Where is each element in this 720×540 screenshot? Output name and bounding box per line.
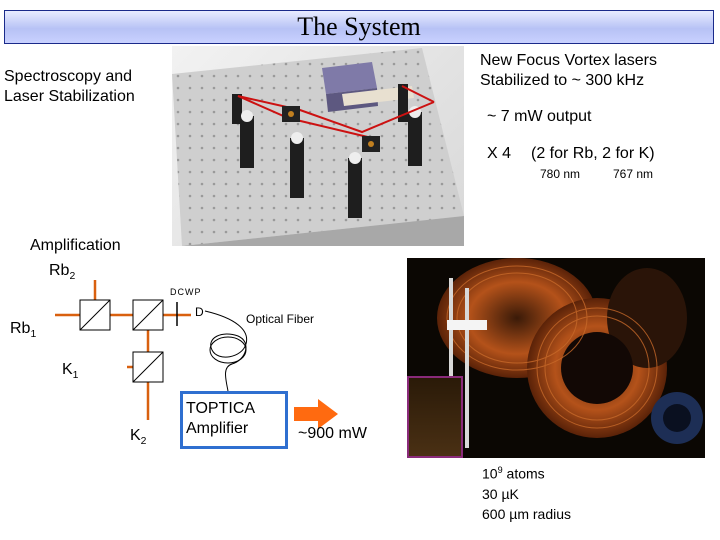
k1-base: K	[62, 361, 73, 378]
amplifier-label: TOPTICA Amplifier	[186, 399, 255, 439]
amplified-power-label: ~900 mW	[298, 425, 367, 442]
count-detail-label: (2 for Rb, 2 for K)	[531, 145, 655, 162]
atoms-count: 109 atoms	[482, 460, 571, 484]
lasers-line2: Stabilized to ~ 300 kHz	[480, 72, 645, 89]
radius: 600 µm radius	[482, 505, 571, 522]
dcwp-label: DCWP	[170, 287, 202, 297]
wavelength-rb-label: 780 nm	[540, 167, 581, 181]
amp-rb-base: Rb	[49, 262, 70, 279]
atoms-base: 10	[482, 465, 498, 482]
count-label: X 4	[487, 145, 512, 162]
atoms-exp: 9	[497, 465, 503, 475]
output-label: ~ 7 mW output	[487, 108, 592, 125]
slide-title: The System	[297, 12, 421, 41]
fiber-coil-icon	[204, 310, 248, 392]
atom-cloud-inset	[407, 376, 463, 458]
lasers-label: New Focus Vortex lasers Stabilized to ~ …	[480, 51, 657, 91]
atoms-unit: atoms	[502, 465, 545, 482]
wavelength-k-label: 767 nm	[613, 167, 654, 181]
lasers-line1: New Focus Vortex lasers	[480, 52, 657, 69]
laser-table-photo	[172, 46, 464, 246]
amp-rb-sub: 2	[69, 271, 76, 283]
amplifier-line1: TOPTICA	[186, 400, 256, 417]
rb1-label: Rb1	[10, 319, 36, 345]
fiber-end-label: D	[195, 305, 204, 319]
amplification-label: Amplification	[30, 237, 121, 254]
k2-label: K2	[130, 426, 146, 452]
optical-fiber-label: Optical Fiber	[246, 312, 315, 326]
spectroscopy-label: Spectroscopy and Laser Stabilization	[4, 67, 135, 107]
k1-sub: 1	[72, 370, 79, 382]
temperature: 30 µK	[482, 485, 519, 502]
title-bar: The System	[4, 10, 714, 44]
amplifier-box	[180, 391, 288, 449]
rb1-base: Rb	[10, 320, 31, 337]
amplifier-line2: Amplifier	[186, 420, 249, 437]
atom-stats: 109 atoms 30 µK 600 µm radius	[482, 460, 571, 524]
rb1-sub: 1	[30, 329, 37, 341]
k1-label: K1	[62, 360, 78, 386]
k2-sub: 2	[140, 436, 147, 448]
spectroscopy-line2: Laser Stabilization	[4, 88, 135, 105]
spectroscopy-line1: Spectroscopy and	[4, 68, 133, 85]
laser-table-illustration	[172, 48, 464, 246]
beam-paths	[55, 280, 191, 420]
right-arrow-icon	[294, 399, 338, 429]
amp-rb-label: Rb2	[49, 261, 75, 287]
k2-base: K	[130, 427, 141, 444]
